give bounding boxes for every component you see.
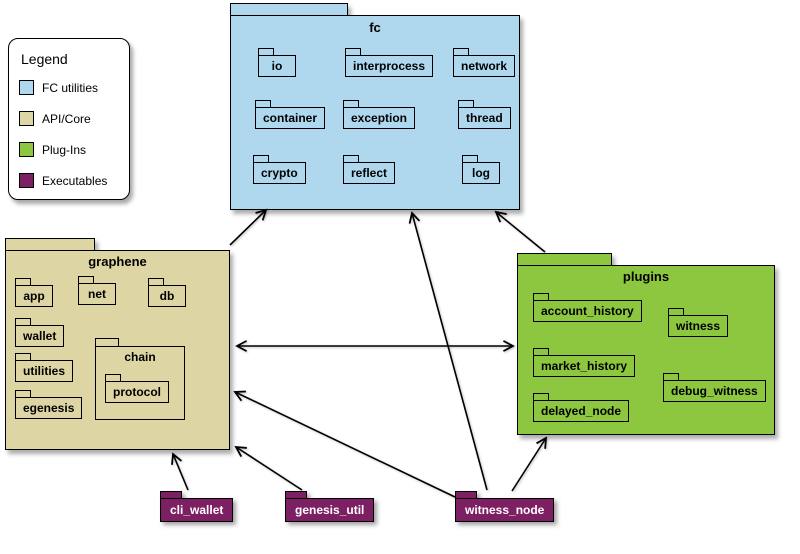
subpackage-label: db [148,285,186,307]
color-swatch-api-core [19,111,34,126]
subpackage-market-history: market_history [533,348,636,377]
subpackage-utilities: utilities [15,353,74,382]
subpackage-reflect: reflect [343,155,396,184]
legend-label: FC utilities [42,80,99,95]
subpackage-container: container [255,100,326,129]
arrow-witness-node-to-fc [408,211,488,491]
subpackage-label: egenesis [15,397,83,419]
subpackage-label: crypto [253,162,306,184]
package-graphene-title: graphene [88,254,147,269]
executable-label: witness_node [455,498,555,522]
subpackage-db: db [148,278,186,307]
subpackage-label: wallet [15,325,65,347]
subpackage-label: app [15,285,53,307]
subpackage-net: net [78,276,116,305]
subpackage-witness: witness [668,308,729,337]
subpackage-interprocess: interprocess [345,48,434,77]
subpackage-label: net [78,283,116,305]
arrow-cli-wallet-to-graphene [171,452,189,491]
subpackage-io: io [258,48,296,77]
legend-label: Plug-Ins [42,142,87,157]
executable-genesis-util: genesis_util [285,491,375,522]
subpackage-label: market_history [533,355,636,377]
arrow-graphene-to-fc [229,208,268,246]
subpackage-exception: exception [343,100,416,129]
subpackage-network: network [453,48,516,77]
subpackage-app: app [15,278,53,307]
arrow-witness-node-to-plugins [511,436,548,492]
package-graphene-body [5,250,230,450]
package-plugins-title: plugins [622,269,670,284]
subpackage-crypto: crypto [253,155,306,184]
subpackage-account-history: account_history [533,293,642,322]
package-fc-body [230,15,520,210]
arrow-plugins-to-fc [494,210,546,253]
package-graphene: graphene app net db wallet utilities ege… [5,238,230,450]
subpackage-label: container [255,107,326,129]
legend-title: Legend [21,51,68,67]
legend-item-plug-ins: Plug-Ins [19,142,119,157]
subpackage-label: debug_witness [663,380,766,402]
subpackage-egenesis: egenesis [15,390,83,419]
subpackage-debug-witness: debug_witness [663,373,766,402]
subpackage-label: delayed_node [533,400,630,422]
package-plugins: plugins account_history witness market_h… [517,253,775,435]
package-fc-title: fc [369,20,381,35]
subpackage-protocol: protocol [105,374,169,403]
subpackage-label: network [453,55,516,77]
subpackage-label: protocol [105,381,169,403]
legend-item-api-core: API/Core [19,111,119,126]
package-chain-body: chain [95,346,185,420]
legend: Legend FC utilities API/Core Plug-Ins Ex… [8,38,130,200]
executable-witness-node: witness_node [455,491,555,522]
subpackage-label: thread [458,107,511,129]
legend-label: Executables [42,173,108,188]
executable-cli-wallet: cli_wallet [160,491,234,522]
arrow-witness-node-to-graphene [233,390,456,498]
color-swatch-plug-ins [19,142,34,157]
subpackage-label: account_history [533,300,642,322]
subpackage-label: exception [343,107,416,129]
subpackage-label: utilities [15,360,74,382]
subpackage-label: reflect [343,162,396,184]
legend-item-executables: Executables [19,173,119,188]
package-chain-title: chain [124,350,156,364]
subpackage-delayed-node: delayed_node [533,393,630,422]
subpackage-label: log [462,162,500,184]
executable-label: cli_wallet [160,498,234,522]
subpackage-label: witness [668,315,729,337]
arrow-genesis-util-to-graphene [234,445,303,491]
subpackage-thread: thread [458,100,511,129]
color-swatch-fc-utilities [19,80,34,95]
subpackage-wallet: wallet [15,318,65,347]
subpackage-log: log [462,155,500,184]
subpackage-label: interprocess [345,55,434,77]
legend-label: API/Core [42,111,91,126]
package-plugins-body [517,265,775,435]
legend-item-fc-utilities: FC utilities [19,80,119,95]
color-swatch-executables [19,173,34,188]
executable-label: genesis_util [285,498,375,522]
subpackage-label: io [258,55,296,77]
package-fc: fc io interprocess network container exc… [230,3,520,210]
